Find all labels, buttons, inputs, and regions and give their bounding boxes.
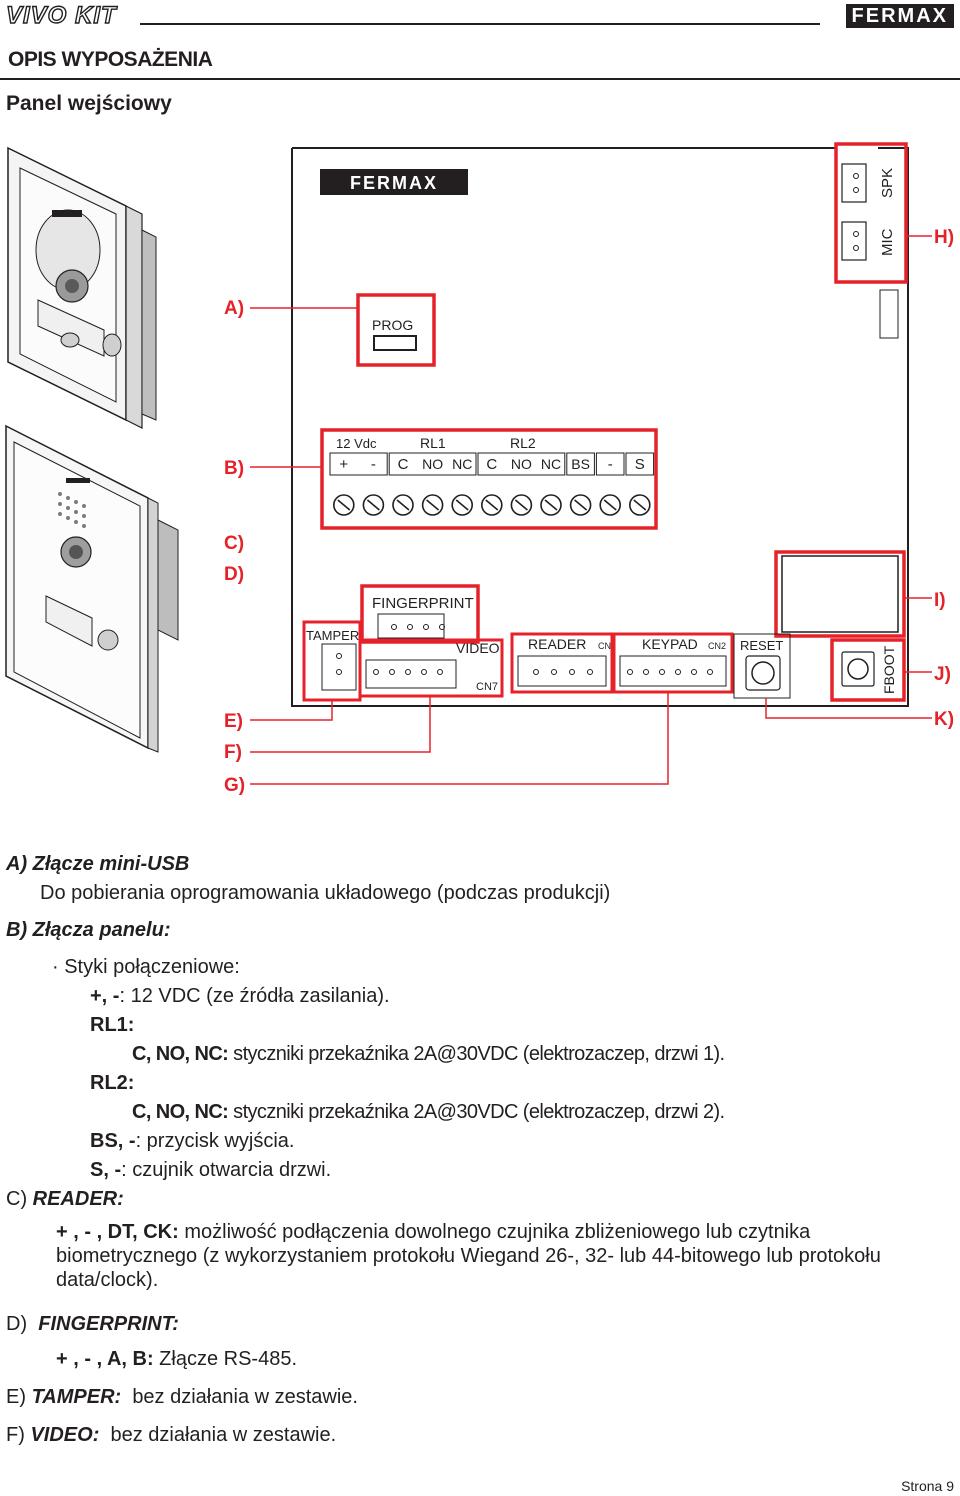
desc-c-title: C) READER: [6, 1188, 124, 1210]
prog-box [356, 293, 436, 367]
keypad-cn-label: CN2 [708, 641, 726, 651]
desc-b-bullet: · Styki połączeniowe: [52, 956, 240, 978]
desc-rl2-text: C, NO, NC: styczniki przekaźnika 2A@30VD… [132, 1101, 725, 1123]
desc-a-text: Do pobierania oprogramowania układowego … [40, 882, 611, 904]
keypad-box [612, 632, 734, 694]
desc-d-title: D) FINGERPRINT: [6, 1313, 179, 1335]
rl2-label: RL2 [510, 435, 536, 451]
terminal-label: NO [422, 456, 443, 472]
descriptions: A) Złącze mini-USB Do pobierania oprogra… [6, 850, 956, 1450]
header-rule [140, 23, 820, 25]
terminal-screw-slot [485, 499, 499, 511]
terminal-screw-slot [366, 499, 380, 511]
terminal-label: + [339, 456, 348, 473]
vdc-label: 12 Vdc [336, 436, 377, 451]
desc-rl2: RL2: [90, 1072, 135, 1094]
label-j: J) [934, 664, 951, 685]
desc-rl1: RL1: [90, 1014, 135, 1036]
cn7-label: CN7 [476, 681, 498, 693]
terminal-label: NC [452, 456, 472, 472]
prog-label: PROG [372, 317, 413, 333]
desc-rl1-text: C, NO, NC: styczniki przekaźnika 2A@30VD… [132, 1043, 725, 1065]
label-c: C) [224, 533, 244, 554]
terminal-group-outline [477, 452, 566, 476]
desc-d-text: + , - , A, B: Złącze RS-485. [56, 1348, 297, 1370]
page-subtitle: Panel wejściowy [6, 92, 172, 115]
keypad-label: KEYPAD [642, 636, 698, 652]
terminal-screw-slot [574, 499, 588, 511]
reader-cn-label: CN [598, 641, 611, 651]
spk-label: SPK [879, 168, 896, 198]
desc-e: E) TAMPER: bez działania w zestawie. [6, 1386, 358, 1408]
reset-label: RESET [740, 638, 783, 653]
equipment-diagram: FERMAX SPK MIC PROG 12 Vdc RL1 RL2 + - C NO… [5, 142, 954, 796]
reset-box [733, 633, 791, 699]
terminal-group-outline [595, 452, 625, 476]
terminal-labels: + - C NO NC C NO NC BS - S [329, 452, 655, 476]
vivo-kit-logo: VIVO KIT [5, 1, 117, 29]
terminal-block-box [320, 428, 658, 530]
desc-bs: BS, -: przycisk wyjścia. [90, 1130, 295, 1152]
tamper-label: TAMPER [306, 628, 359, 643]
terminal-group-outline [566, 452, 595, 476]
fingerprint-box [360, 584, 480, 644]
desc-b-power: +, -: 12 VDC (ze źródła zasilania). [90, 985, 390, 1007]
label-a: A) [224, 298, 244, 319]
panel-illustration-bottom [5, 424, 179, 753]
label-h: H) [934, 227, 954, 248]
terminal-label: C [398, 456, 409, 473]
desc-c-text: + , - , DT, CK: możliwość podłączenia do… [56, 1221, 881, 1291]
terminal-screw-slot [337, 499, 351, 511]
terminal-screw-slot [514, 499, 528, 511]
fingerprint-label: FINGERPRINT [372, 595, 474, 612]
panel-illustration-top [7, 146, 157, 429]
terminal-screw-slot [455, 499, 469, 511]
terminal-screw-slot [426, 499, 440, 511]
label-e: E) [224, 711, 243, 732]
terminal-label: NC [541, 456, 561, 472]
terminal-group-outline [625, 452, 655, 476]
terminal-screw-slot [396, 499, 410, 511]
rl1-label: RL1 [420, 435, 446, 451]
desc-s: S, -: czujnik otwarcia drzwi. [90, 1159, 332, 1181]
fboot-box [830, 638, 906, 702]
terminal-screw-slot [633, 499, 647, 511]
label-i: I) [934, 590, 946, 611]
page-number: Strona 9 [901, 1478, 954, 1494]
label-d: D) [224, 564, 244, 585]
spk-mic-box [834, 142, 908, 284]
board-logo-text: FERMAX [350, 173, 438, 193]
section-rule [0, 78, 960, 80]
label-k: K) [934, 709, 954, 730]
section-title: OPIS WYPOSAŻENIA [8, 48, 213, 71]
desc-b-title: B) Złącza panelu: [6, 919, 171, 941]
terminal-screws [332, 494, 651, 516]
reader-label: READER [528, 636, 586, 652]
label-b: B) [224, 458, 244, 479]
terminal-screw-slot [544, 499, 558, 511]
video-label: VIDEO [456, 640, 500, 656]
label-f: F) [224, 742, 242, 763]
connector-i-box [774, 550, 906, 638]
board-fermax-logo [320, 169, 468, 195]
fboot-label: FBOOT [881, 645, 897, 694]
terminal-label: - [371, 456, 376, 473]
terminal-screw-slot [603, 499, 617, 511]
label-g: G) [224, 775, 245, 796]
reader-box [510, 632, 614, 694]
mic-label: MIC [879, 228, 896, 256]
board-outline [291, 147, 909, 707]
terminal-group-outline [388, 452, 477, 476]
terminal-label: BS [571, 456, 590, 472]
desc-f: F) VIDEO: bez działania w zestawie. [6, 1424, 337, 1446]
terminal-label: NO [511, 456, 532, 472]
terminal-label: S [635, 456, 645, 473]
desc-a-title: A) Złącze mini-USB [6, 853, 190, 875]
terminal-label: - [608, 456, 613, 473]
terminal-label: C [486, 456, 497, 473]
video-box [358, 638, 504, 698]
terminal-group-outline [329, 452, 388, 476]
fermax-logo: FERMAX [845, 4, 954, 28]
